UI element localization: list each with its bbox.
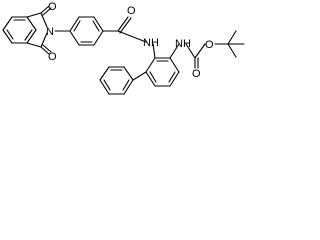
bond: [2, 16, 13, 31]
bond: [93, 16, 104, 32]
bond: [2, 29, 13, 44]
double-bond-inner: [122, 79, 130, 91]
chemical-structure-diagram: O O N O NH NH O O: [2, 1, 245, 95]
double-bond-inner: [24, 29, 33, 41]
oxygen-label: O: [48, 1, 57, 13]
nh-carbonyl-bond: [185, 43, 196, 59]
bond: [93, 30, 104, 46]
imide-ring: [26, 5, 52, 55]
carbonyl-ester-o-bond: [194, 43, 206, 59]
amide-c-n-bond: [117, 30, 147, 43]
double-bond-inner: [6, 29, 14, 40]
bond: [99, 66, 110, 81]
bond: [26, 29, 37, 44]
phenyl-ring: [99, 66, 134, 95]
aryl-nh-bond: [169, 43, 180, 59]
bond: [145, 71, 156, 87]
tbu-methyl-bond: [227, 43, 237, 58]
double-bond-inner: [103, 79, 111, 91]
bond: [169, 71, 180, 87]
oxygen-label: O: [127, 5, 136, 17]
carbonyl-bond: [42, 44, 52, 53]
carbamate-nh-label: NH: [175, 38, 191, 50]
bond: [69, 16, 80, 32]
amide-c-o-double: [117, 16, 129, 32]
nitrogen-label: N: [46, 26, 54, 38]
biphenyl-bond: [132, 71, 147, 81]
structure-canvas: O O N O NH NH O O: [0, 0, 263, 126]
carbonyl-bond: [42, 7, 52, 16]
bond: [169, 57, 180, 73]
tbu-methyl-bond: [227, 30, 237, 45]
oxygen-label: O: [192, 68, 201, 80]
bond: [40, 12, 48, 28]
bond: [40, 32, 48, 48]
amide-c-o-double: [119, 17, 132, 34]
central-aniline-ring: [145, 57, 180, 87]
bond: [26, 12, 42, 18]
bond: [99, 79, 110, 95]
phthalimide-benzene-ring: [2, 16, 37, 44]
double-bond-inner: [92, 20, 100, 32]
double-bond-inner: [73, 20, 81, 32]
ch2-aryl-bond: [69, 30, 80, 46]
bond: [123, 66, 134, 81]
benzyl-benzene-ring: [69, 16, 104, 46]
double-bond-inner: [149, 71, 157, 83]
bond: [26, 16, 37, 31]
nh-aryl-bond: [152, 43, 156, 59]
bond: [145, 57, 156, 73]
double-bond-inner: [168, 71, 176, 83]
carbonyl-bond: [40, 46, 50, 55]
carbonyl-bond: [40, 5, 50, 14]
bond: [26, 42, 42, 48]
oxygen-label: O: [205, 39, 214, 51]
amide-nh-label: NH: [143, 37, 159, 49]
oxygen-label: O: [48, 51, 57, 63]
bond: [123, 79, 134, 95]
